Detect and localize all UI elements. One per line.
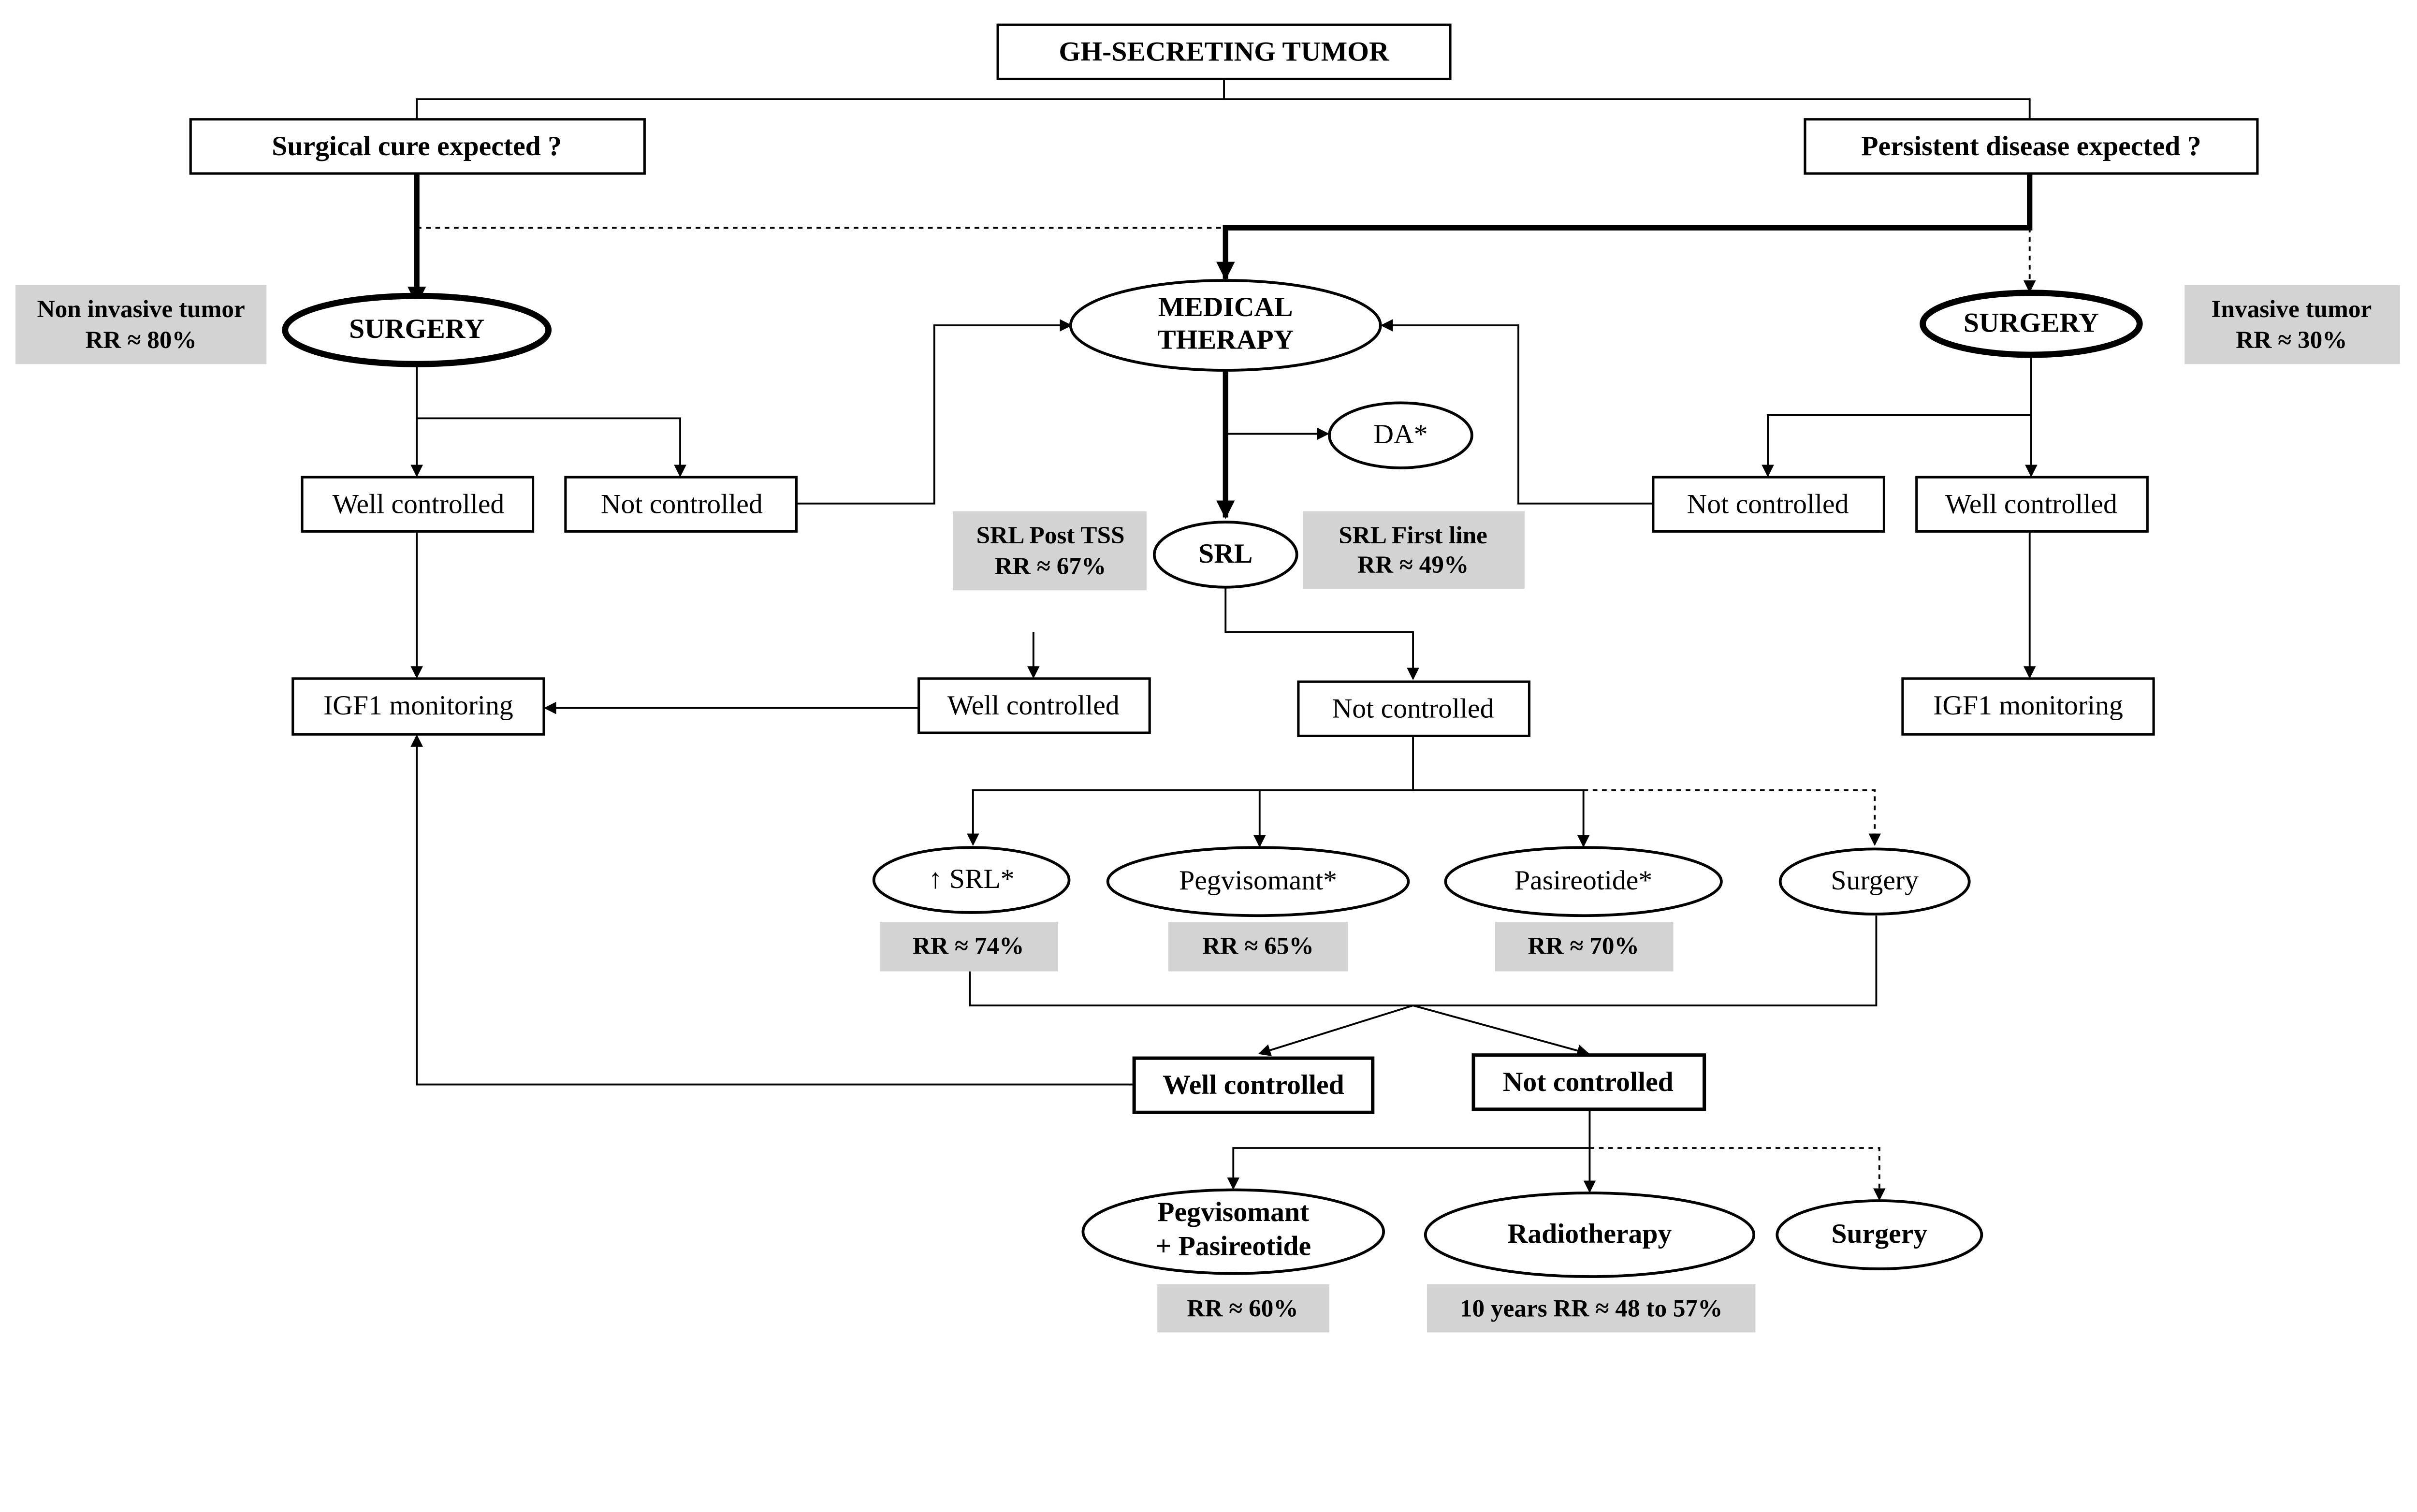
left-not-controlled: Not controlled: [564, 476, 798, 533]
node-label: MEDICAL: [1158, 292, 1293, 322]
flowchart: GH-SECRETING TUMOR Surgical cure expecte…: [15, 23, 2400, 1333]
rr-label: RR ≈ 65%: [1202, 932, 1313, 960]
node-label: Well controlled: [332, 489, 504, 519]
left-well-controlled: Well controlled: [301, 476, 535, 533]
node-label: ↑ SRL*: [929, 864, 1015, 894]
persistent-disease-text: Persistent disease expected ?: [1861, 131, 2201, 161]
node-label: Well controlled: [947, 690, 1120, 721]
option-srl-increase: ↑ SRL* RR ≈ 74%: [872, 846, 1071, 972]
note-line: RR ≈ 49%: [1357, 551, 1469, 579]
persistent-disease-box: Persistent disease expected ?: [1804, 118, 2259, 175]
note-line: RR ≈ 67%: [995, 552, 1106, 580]
note-line: Invasive tumor: [2211, 295, 2372, 323]
rr-label: RR ≈ 74%: [913, 932, 1024, 960]
da-node: DA*: [1328, 401, 1473, 469]
node-label: Not controlled: [1687, 489, 1849, 519]
right-not-controlled: Not controlled: [1652, 476, 1885, 533]
node-label: Well controlled: [1163, 1070, 1344, 1100]
surgical-cure-box: Surgical cure expected ?: [189, 118, 646, 175]
option-pegvisomant: Pegvisomant* RR ≈ 65%: [1106, 846, 1410, 972]
node-label: Not controlled: [601, 489, 763, 519]
node-label: Pegvisomant*: [1179, 865, 1337, 896]
right-surgery-node: SURGERY: [1920, 290, 2143, 358]
right-well-controlled: Well controlled: [1915, 476, 2149, 533]
rr-label: RR ≈ 70%: [1528, 932, 1639, 960]
note-line: Non invasive tumor: [37, 295, 245, 323]
medical-therapy-node: MEDICAL THERAPY: [1069, 279, 1382, 372]
title-text: GH-SECRETING TUMOR: [1059, 36, 1390, 67]
node-label: IGF1 monitoring: [323, 690, 513, 721]
node-label: THERAPY: [1157, 325, 1294, 355]
left-surgery-note: Non invasive tumor RR ≈ 80%: [15, 285, 267, 364]
note-line: RR ≈ 30%: [2236, 326, 2347, 354]
srl-post-tss-note: SRL Post TSS RR ≈ 67%: [953, 511, 1147, 591]
option-surgery-third: Surgery: [1776, 1199, 1983, 1270]
node-label: DA*: [1373, 419, 1427, 450]
option-surgery: Surgery: [1778, 847, 1971, 916]
node-label: Surgery: [1831, 865, 1919, 896]
node-label: IGF1 monitoring: [1933, 690, 2123, 721]
rr-label: 10 years RR ≈ 48 to 57%: [1460, 1294, 1723, 1322]
title-box: GH-SECRETING TUMOR: [996, 23, 1452, 81]
right-surgery-note: Invasive tumor RR ≈ 30%: [2184, 285, 2400, 364]
note-line: SRL Post TSS: [976, 522, 1125, 549]
right-igf1-monitoring: IGF1 monitoring: [1901, 677, 2155, 736]
option-radiotherapy: Radiotherapy 10 years RR ≈ 48 to 57%: [1424, 1192, 1756, 1333]
surgical-cure-text: Surgical cure expected ?: [272, 131, 562, 161]
srl-not-controlled: Not controlled: [1297, 680, 1531, 737]
node-label: SURGERY: [349, 314, 484, 344]
second-not-controlled: Not controlled: [1471, 1053, 1706, 1111]
note-line: SRL First line: [1339, 522, 1487, 549]
left-igf1-monitoring: IGF1 monitoring: [291, 677, 545, 736]
node-label: SRL: [1198, 538, 1252, 569]
node-label: Radiotherapy: [1508, 1219, 1672, 1249]
second-well-controlled: Well controlled: [1132, 1056, 1375, 1114]
left-surgery-node: SURGERY: [282, 292, 552, 367]
node-label: Not controlled: [1332, 693, 1494, 724]
node-label: Pegvisomant: [1157, 1197, 1309, 1227]
node-label: + Pasireotide: [1155, 1231, 1311, 1262]
option-combination: Pegvisomant + Pasireotide RR ≈ 60%: [1081, 1188, 1385, 1333]
srl-first-line-note: SRL First line RR ≈ 49%: [1303, 511, 1525, 589]
node-label: Not controlled: [1503, 1067, 1674, 1097]
srl-node: SRL: [1152, 521, 1298, 589]
note-line: RR ≈ 80%: [85, 326, 196, 354]
rr-label: RR ≈ 60%: [1187, 1294, 1298, 1322]
node-label: Surgery: [1831, 1219, 1927, 1249]
node-label: Well controlled: [1945, 489, 2117, 519]
connectors: [407, 79, 2038, 1201]
srl-well-controlled: Well controlled: [917, 677, 1151, 734]
node-label: Pasireotide*: [1514, 865, 1652, 896]
option-pasireotide: Pasireotide* RR ≈ 70%: [1444, 846, 1723, 972]
node-label: SURGERY: [1964, 307, 2099, 338]
